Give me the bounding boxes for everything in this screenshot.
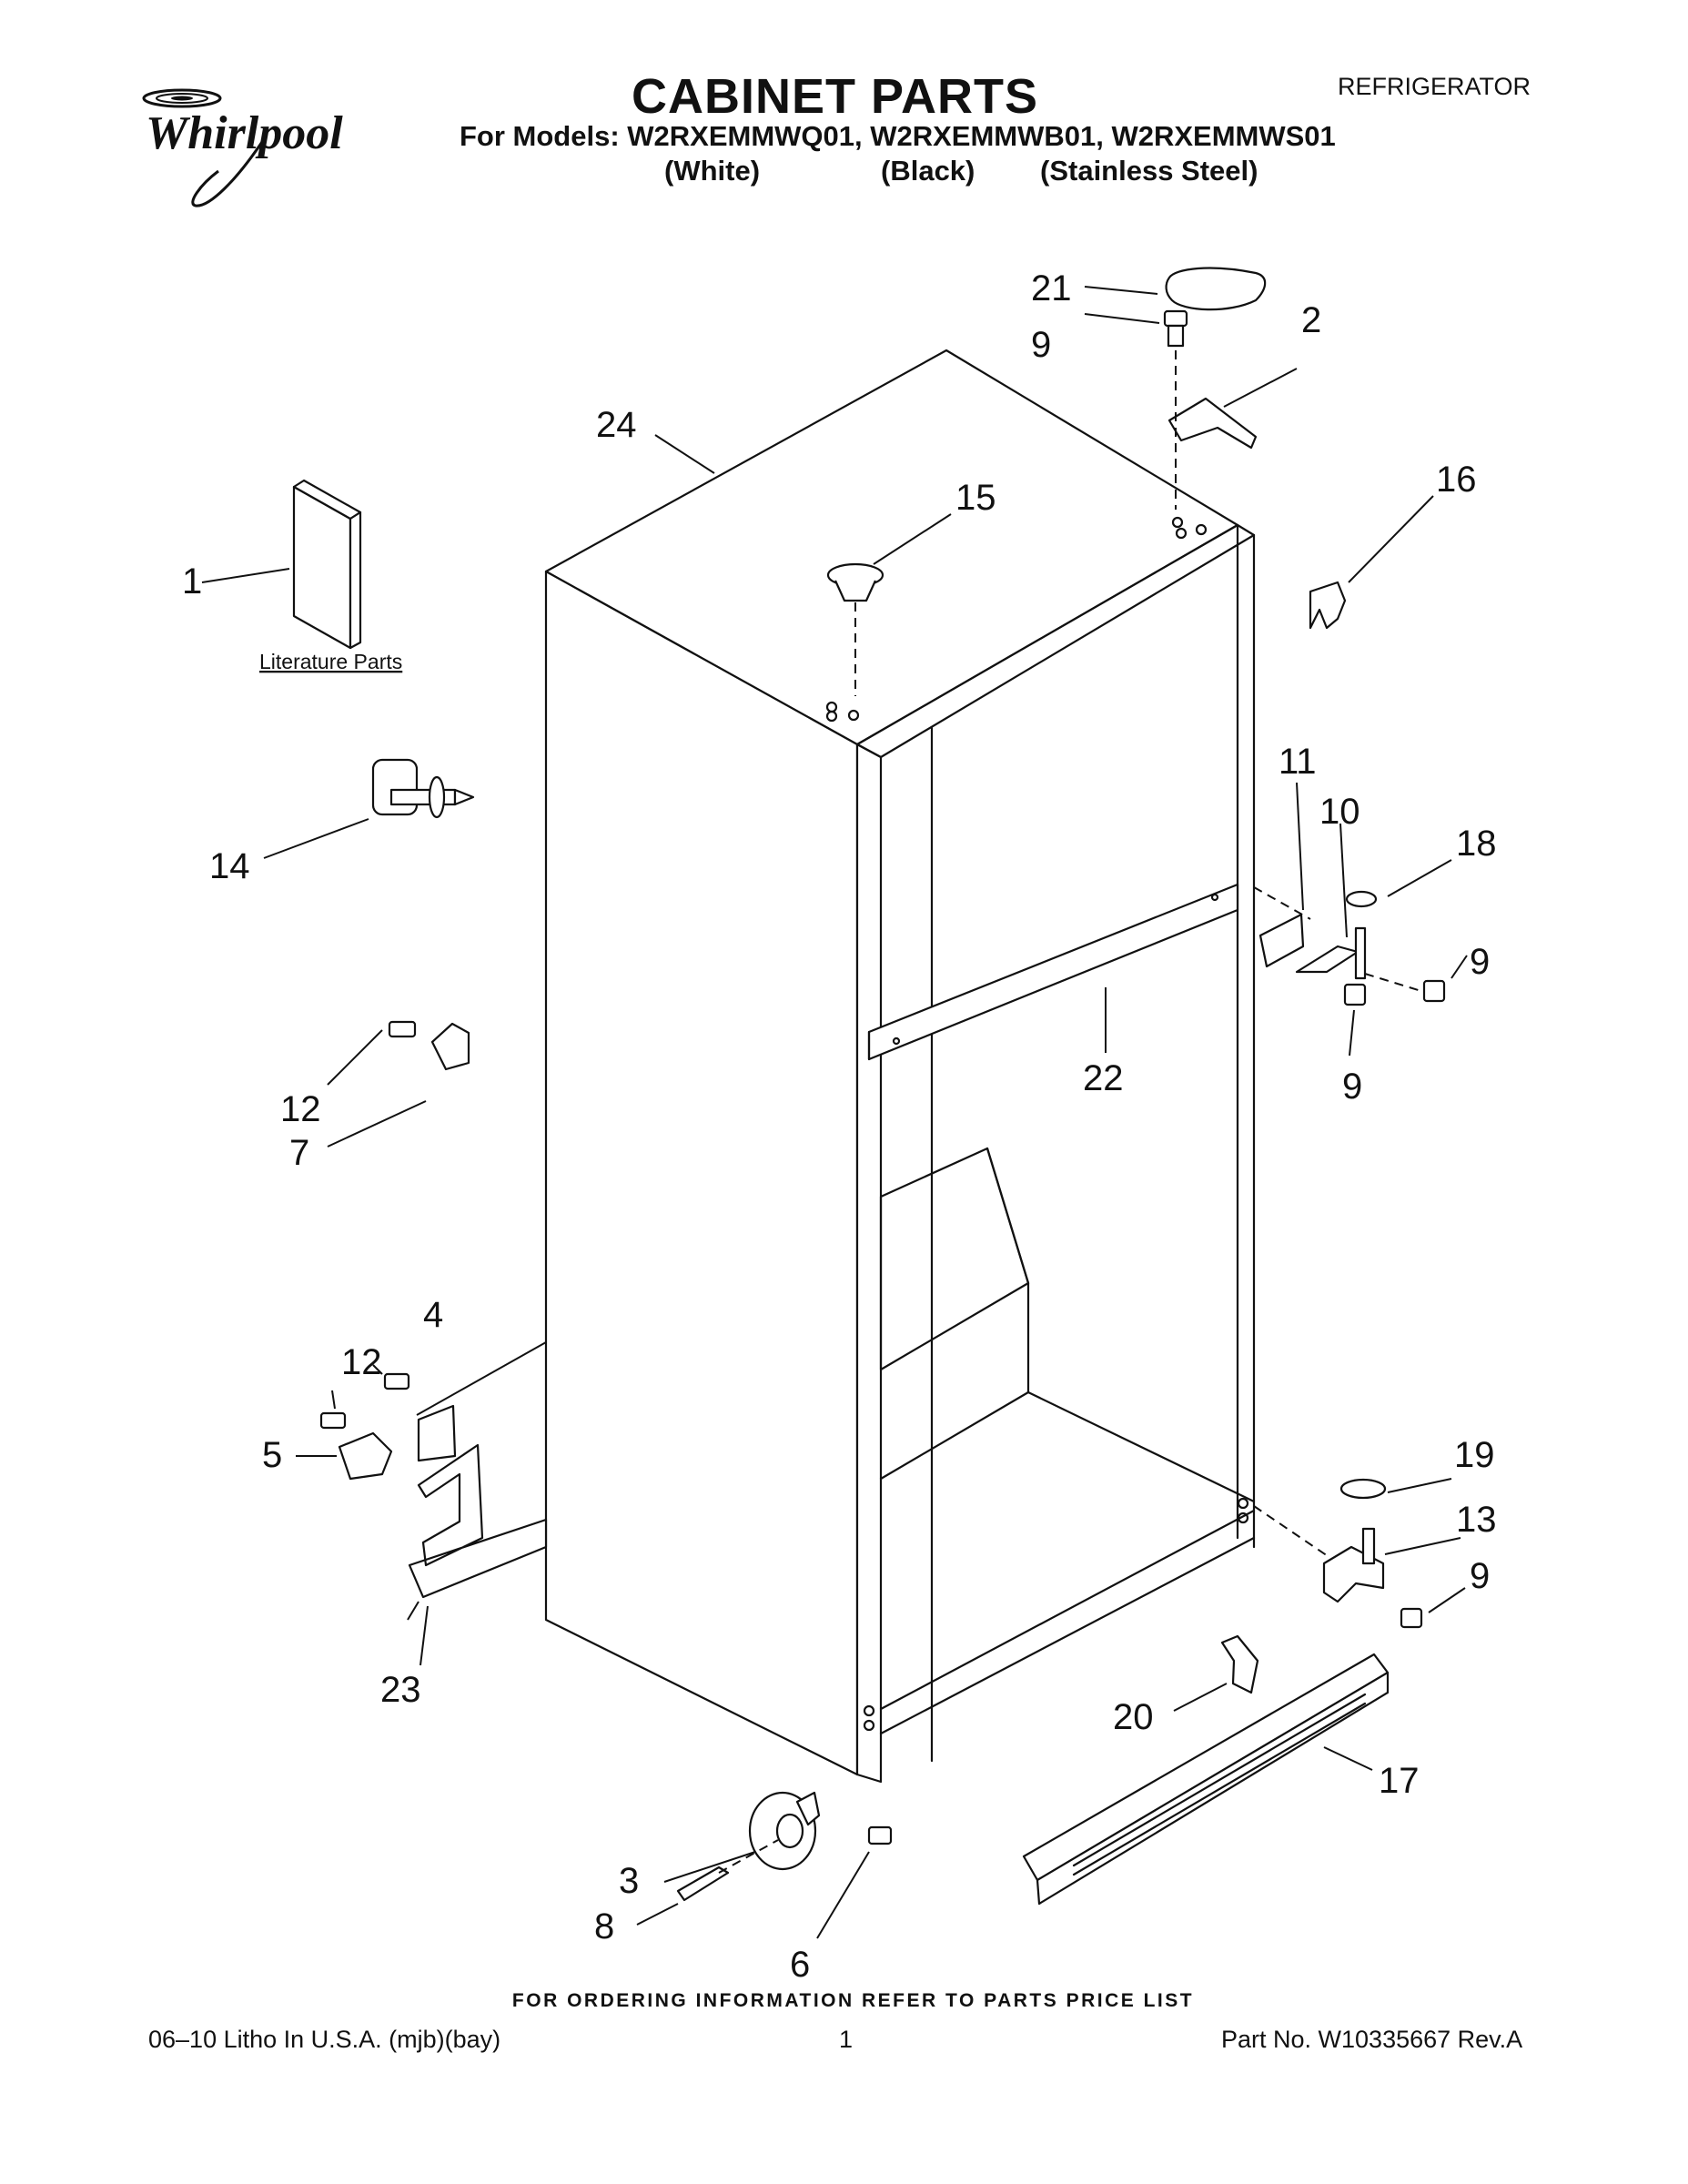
category-label: REFRIGERATOR: [1338, 73, 1531, 100]
leveling-pin: [371, 758, 475, 819]
lower-left-bracket: [408, 1443, 548, 1599]
mid-left-bracket: [388, 1020, 470, 1071]
callout-12-lower: 12: [341, 1342, 382, 1382]
callout-12-mid: 12: [280, 1089, 321, 1129]
callout-3: 3: [619, 1861, 639, 1901]
callout-19: 19: [1454, 1435, 1495, 1475]
callout-9-bottom-right: 9: [1470, 1556, 1490, 1596]
callout-9-mid-right: 9: [1470, 942, 1490, 982]
callout-16: 16: [1436, 460, 1477, 500]
callout-11: 11: [1279, 742, 1317, 782]
callout-20: 20: [1113, 1697, 1154, 1737]
callout-6: 6: [790, 1945, 810, 1985]
top-hinge: [1167, 397, 1258, 450]
callout-8: 8: [594, 1906, 614, 1946]
variant-black: (Black): [881, 155, 975, 187]
callout-14: 14: [209, 846, 250, 886]
whirlpool-logo: Whirlpool: [142, 88, 343, 207]
cabinet-body: [544, 349, 1256, 1784]
litho-info: 06–10 Litho In U.S.A. (mjb)(bay): [148, 2026, 501, 2053]
leader-lines: [201, 286, 1468, 1939]
literature-parts-label: Literature Parts: [259, 650, 402, 673]
grille-clip: [1220, 1634, 1259, 1694]
callout-15: 15: [955, 478, 996, 518]
models-line: For Models: W2RXEMMWQ01, W2RXEMMWB01, W2…: [460, 120, 1336, 152]
callout-2: 2: [1301, 300, 1321, 340]
callout-18: 18: [1456, 824, 1497, 864]
literature-booklet: [292, 479, 362, 650]
callout-13: 13: [1456, 1500, 1497, 1540]
callout-22: 22: [1083, 1058, 1124, 1098]
callout-17: 17: [1379, 1761, 1420, 1801]
callout-24: 24: [596, 405, 637, 445]
callout-1: 1: [182, 561, 202, 602]
callout-9-mid-lower: 9: [1342, 1067, 1362, 1107]
part-number: Part No. W10335667 Rev.A: [1221, 2026, 1523, 2053]
callout-4: 4: [423, 1295, 443, 1335]
hinge-cover: [1165, 267, 1267, 311]
screw-top: [1163, 309, 1188, 348]
callout-9-top: 9: [1031, 325, 1051, 365]
callout-5: 5: [262, 1435, 282, 1475]
page-title: CABINET PARTS: [631, 69, 1038, 124]
ordering-notice: FOR ORDERING INFORMATION REFER TO PARTS …: [511, 1990, 1195, 2011]
toe-grille: [1022, 1653, 1390, 1906]
divider-bar: [867, 883, 1239, 1061]
variant-stainless: (Stainless Steel): [1040, 155, 1258, 187]
plug-button: [826, 562, 884, 602]
center-hinge-assembly: [1258, 890, 1446, 1006]
brand-wordmark: Whirlpool: [146, 107, 343, 159]
bottom-hinge-assembly: [1322, 1478, 1423, 1629]
lower-left-hardware: [319, 1372, 457, 1481]
callout-7: 7: [289, 1133, 309, 1173]
hinge-clip: [1309, 581, 1347, 630]
callout-21: 21: [1031, 268, 1072, 308]
callout-10: 10: [1319, 792, 1360, 832]
page-number: 1: [839, 2026, 854, 2053]
callout-23: 23: [380, 1670, 421, 1710]
roller-assembly: [676, 1791, 893, 1902]
variant-white: (White): [664, 155, 761, 187]
